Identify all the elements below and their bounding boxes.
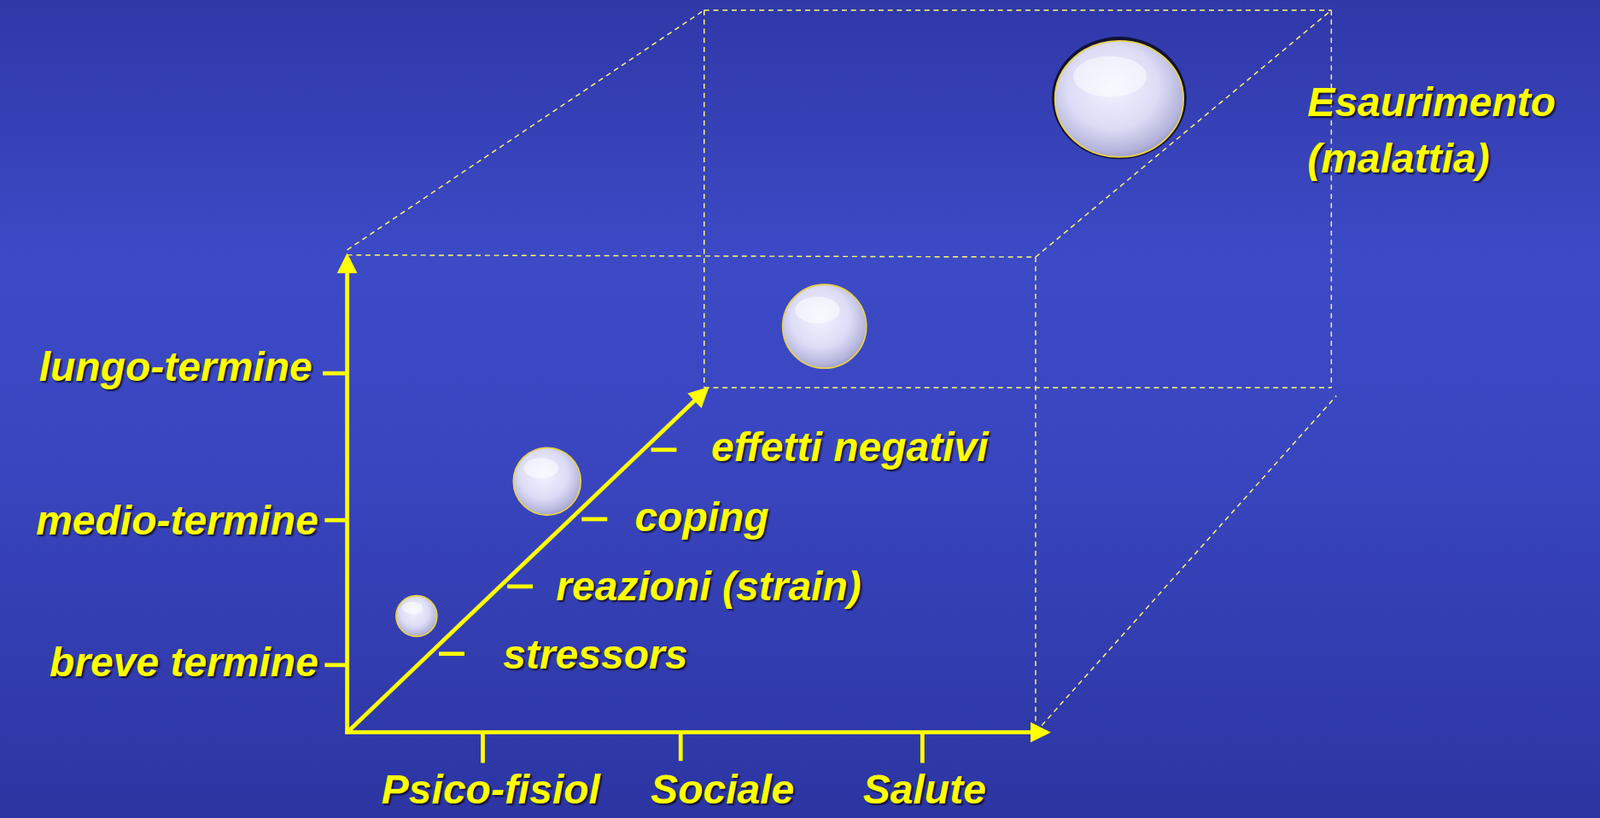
cube-edge (1035, 10, 1332, 257)
cube-edge (703, 10, 705, 388)
spheres (396, 36, 1187, 637)
cube-edge (347, 10, 705, 251)
cube-edge (704, 386, 1332, 388)
axes (322, 256, 1047, 763)
axis-label: stressors (502, 632, 688, 678)
cube-edge (347, 255, 1036, 257)
sphere-highlight (794, 297, 841, 324)
horizontal-axis (344, 729, 1047, 735)
tick (920, 732, 925, 764)
axis-label: Salute (863, 767, 987, 813)
dashed-cube (347, 10, 1338, 733)
sphere (513, 447, 581, 515)
tick (507, 583, 533, 589)
axis-label: Sociale (650, 767, 795, 813)
axis-label: lungo-termine (39, 344, 313, 391)
cube-edge (704, 9, 1332, 11)
axis-label: coping (634, 495, 769, 541)
sphere-highlight (523, 457, 559, 479)
tick (438, 651, 465, 656)
axis-label: medio-termine (35, 498, 319, 544)
sphere-outline (1051, 36, 1187, 159)
axis-label: effetti negativi (711, 425, 989, 471)
sphere (396, 595, 438, 637)
tick (480, 732, 485, 764)
sphere-highlight (402, 601, 423, 614)
tick (322, 371, 348, 376)
tick (651, 447, 678, 452)
tick (581, 517, 608, 522)
sphere-highlight (1073, 56, 1147, 98)
axis-label: breve termine (49, 640, 319, 686)
tick (678, 732, 684, 761)
sphere (1055, 40, 1185, 158)
tick (324, 518, 347, 523)
axis-label: Esaurimento (malattia) (1307, 74, 1594, 187)
cube-edge (1331, 10, 1332, 388)
vertical-axis (344, 256, 350, 735)
depth-axis (347, 389, 707, 732)
sphere (782, 284, 867, 368)
cube-edge (1034, 256, 1036, 733)
axis-label: Psico-fisiol (381, 767, 601, 813)
axis-label: reazioni (strain) (555, 564, 861, 610)
tick (324, 662, 347, 667)
cube-edge (1035, 395, 1337, 732)
